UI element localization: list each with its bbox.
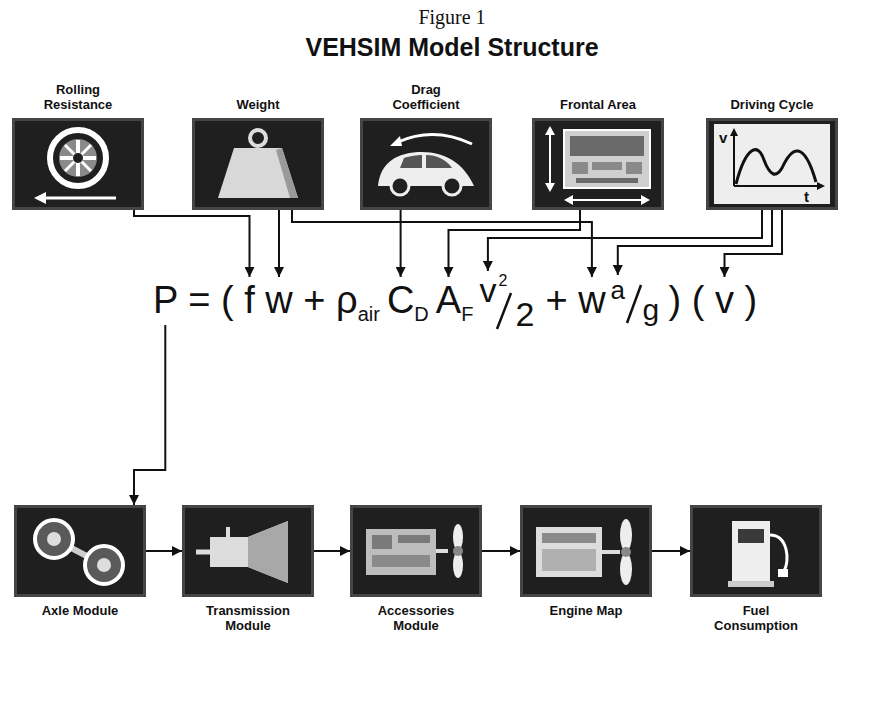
equation-subscript: F [461,303,473,325]
equation-term: P = ( f w + ρ [153,279,358,321]
diagram-title: VEHSIM Model Structure [0,32,880,62]
fuel-pump-icon [728,521,788,587]
equation-subscript: air [358,303,380,325]
leader-line [134,325,165,505]
leader-line [278,210,280,277]
equation-term: 2 [515,297,534,331]
figure-number: Figure 1 [0,4,880,30]
module-box: Engine Map [520,505,652,597]
equation-term: + w [545,279,605,321]
equation-superscript: 2 [498,273,507,289]
module-box: Fuel Consumption [690,505,822,597]
module-box: Accessories Module [350,505,482,597]
flow-arrow [652,550,690,552]
axle-icon [35,520,123,584]
axis-label: v [719,130,727,145]
axle-icon [14,505,146,597]
flow-arrow [482,550,520,552]
fraction: ag [611,273,661,329]
flow-arrow [314,550,350,552]
module-label: Accessories Module [368,603,464,633]
power-equation: P = ( f w + ρairCDAFv22+ wag) ( v ) [153,270,757,344]
equation-subscript: D [414,303,428,325]
module-label: Rolling Resistance [30,82,126,112]
module-label: Transmission Module [200,603,296,633]
module-box: Axle Module [14,505,146,597]
leader-line [725,210,783,277]
transmission-icon [196,521,288,583]
module-box: Transmission Module [182,505,314,597]
module-box: Drag Coefficient [360,118,492,210]
equation-term: C [387,279,414,321]
accessories-icon [350,505,482,597]
leader-line [488,210,762,271]
module-label: Weight [210,97,306,112]
wheel-icon [34,130,116,204]
car-drag-icon [360,118,492,210]
module-box: Rolling Resistance [12,118,144,210]
equation-term: ) ( v ) [669,279,758,321]
fraction: v22 [479,273,539,333]
transmission-icon [182,505,314,597]
module-label: Fuel Consumption [708,603,804,633]
fuel-pump-icon [690,505,822,597]
module-box: Weight [192,118,324,210]
module-label: Drag Coefficient [378,82,474,112]
module-box: Driving Cyclevt [706,118,838,210]
engine-icon [520,505,652,597]
module-label: Driving Cycle [724,97,820,112]
leader-line [618,210,772,275]
weight-icon [192,118,324,210]
leader-line [292,210,592,277]
fraction-slash [627,285,641,323]
engine-icon [536,519,632,585]
equation-term: v [479,273,496,307]
axis-label: t [804,189,809,204]
wheel-icon [12,118,144,210]
weight-icon [218,130,298,198]
car-drag-icon [378,134,474,195]
leader-line [400,210,402,277]
accessories-icon [366,524,463,578]
flow-arrow [146,550,182,552]
module-box: Frontal Area [532,118,664,210]
module-label: Engine Map [538,603,634,618]
module-label: Frontal Area [550,97,646,112]
equation-term: g [643,295,660,325]
leader-line [134,210,250,277]
leader-line [449,210,581,277]
frontal-area-icon [532,118,664,210]
module-label: Axle Module [32,603,128,618]
frontal-area-icon [545,126,650,205]
fraction-slash [497,293,511,329]
speed-trace-icon [714,124,830,204]
equation-term: a [611,277,625,303]
equation-term: A [436,279,461,321]
